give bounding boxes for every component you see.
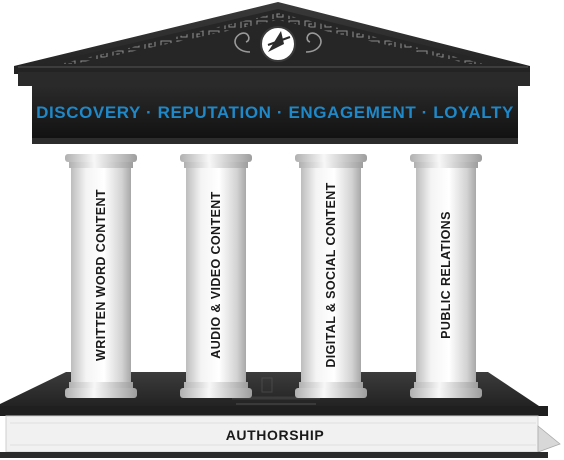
foundation-book: AUTHORSHIP: [0, 372, 561, 458]
pillar-base-band: [414, 382, 478, 388]
book-cover-edge: [0, 406, 548, 416]
pillar-4: PUBLIC RELATIONS: [410, 154, 482, 398]
pillar-base: [65, 388, 137, 398]
pillar-base: [180, 388, 252, 398]
pillar-shaft: [301, 168, 361, 382]
pillar-capital-band: [299, 162, 363, 168]
pillar-3: DIGITAL & SOCIAL CONTENT: [295, 154, 367, 398]
book-pages: [5, 415, 539, 453]
pillar-shaft: [186, 168, 246, 382]
scroll-ornament-left: [234, 32, 251, 53]
pillar-base: [295, 388, 367, 398]
pillar-base-band: [69, 382, 133, 388]
entablature-top: [18, 72, 530, 86]
pillar-shaft: [416, 168, 476, 382]
pillar-label: PUBLIC RELATIONS: [439, 211, 453, 339]
page-corner: [537, 425, 561, 453]
pillar-base: [410, 388, 482, 398]
pediment: [14, 2, 530, 74]
compass-arrow-logo-icon: [260, 26, 296, 62]
pillar-2: AUDIO & VIDEO CONTENT: [180, 154, 252, 398]
book-top-cover: [0, 372, 548, 412]
pillar-capital-band: [69, 162, 133, 168]
foundation-label: AUTHORSHIP: [226, 427, 325, 443]
pillar-label: AUDIO & VIDEO CONTENT: [209, 191, 223, 358]
pillar-capital: [410, 154, 482, 162]
pillar-base-band: [184, 382, 248, 388]
banner-band: [32, 86, 518, 140]
pillar-shaft: [71, 168, 131, 382]
entablature: DISCOVERY · REPUTATION · ENGAGEMENT · LO…: [18, 72, 530, 144]
pillars-group: WRITTEN WORD CONTENT AUDIO & VIDEO CONTEN…: [65, 154, 482, 398]
pillar-label: DIGITAL & SOCIAL CONTENT: [324, 182, 338, 367]
pillar-label: WRITTEN WORD CONTENT: [94, 189, 108, 361]
banner-text: DISCOVERY · REPUTATION · ENGAGEMENT · LO…: [36, 103, 514, 122]
scroll-ornament-right: [305, 32, 322, 53]
pillar-capital: [65, 154, 137, 162]
pillar-capital: [295, 154, 367, 162]
pillar-capital-band: [184, 162, 248, 168]
pillar-1: WRITTEN WORD CONTENT: [65, 154, 137, 398]
pillar-capital-band: [414, 162, 478, 168]
pillar-base-band: [299, 382, 363, 388]
pillar-capital: [180, 154, 252, 162]
